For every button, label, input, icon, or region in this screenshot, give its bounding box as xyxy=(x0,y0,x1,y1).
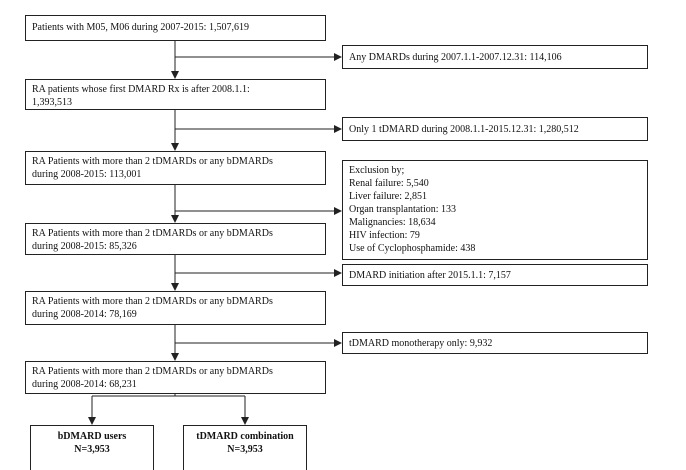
side-box-tdmard-monotherapy: tDMARD monotherapy only: 9,932 xyxy=(342,332,648,354)
main-box-line: 1,393,513 xyxy=(32,97,72,108)
main-box-first-dmard: RA patients whose first DMARD Rx is afte… xyxy=(25,79,326,110)
side-box-line: Malignancies: 18,634 xyxy=(349,217,436,228)
main-box-line: during 2008-2015: 113,001 xyxy=(32,169,142,180)
final-box-title: bDMARD users xyxy=(57,431,127,442)
main-box-line: RA Patients with more than 2 tDMARDs or … xyxy=(32,156,273,167)
main-box-2008-2015-a: RA Patients with more than 2 tDMARDs or … xyxy=(25,151,326,185)
final-box-title: tDMARD combination xyxy=(196,431,294,442)
main-box-line: during 2008-2014: 68,231 xyxy=(32,379,137,390)
final-box-count: N=3,953 xyxy=(227,444,263,455)
side-box-line: Liver failure: 2,851 xyxy=(349,191,428,202)
main-box-line: Patients with M05, M06 during 2007-2015:… xyxy=(32,22,249,33)
side-box-only-1-tdmard: Only 1 tDMARD during 2008.1.1-2015.12.31… xyxy=(342,117,648,141)
side-box-line: tDMARD monotherapy only: 9,932 xyxy=(349,338,493,349)
side-box-line: DMARD initiation after 2015.1.1: 7,157 xyxy=(349,270,511,281)
final-box-bdmard-users: bDMARD users N=3,953 xyxy=(30,425,154,470)
side-box-line: Use of Cyclophosphamide: 438 xyxy=(349,243,476,254)
main-box-line: RA Patients with more than 2 tDMARDs or … xyxy=(32,366,273,377)
side-box-any-dmards-2007: Any DMARDs during 2007.1.1-2007.12.31: 1… xyxy=(342,45,648,69)
main-box-line: RA Patients with more than 2 tDMARDs or … xyxy=(32,296,273,307)
side-box-line: Renal failure: 5,540 xyxy=(349,178,429,189)
side-box-line: Any DMARDs during 2007.1.1-2007.12.31: 1… xyxy=(349,52,562,63)
main-box-2008-2015-b: RA Patients with more than 2 tDMARDs or … xyxy=(25,223,326,255)
side-box-line: Exclusion by; xyxy=(349,165,405,176)
side-box-line: Organ transplantation: 133 xyxy=(349,204,457,215)
main-box-line: during 2008-2014: 78,169 xyxy=(32,309,137,320)
main-box-line: during 2008-2015: 85,326 xyxy=(32,241,137,252)
final-box-tdmard-combination: tDMARD combination N=3,953 xyxy=(183,425,307,470)
side-box-line: Only 1 tDMARD during 2008.1.1-2015.12.31… xyxy=(349,124,579,135)
main-box-line: RA patients whose first DMARD Rx is afte… xyxy=(32,84,250,95)
side-box-exclusion-criteria: Exclusion by; Renal failure: 5,540 Liver… xyxy=(342,160,648,260)
side-box-line: HIV infection: 79 xyxy=(349,230,420,241)
final-box-count: N=3,953 xyxy=(74,444,110,455)
main-box-2008-2014-b: RA Patients with more than 2 tDMARDs or … xyxy=(25,361,326,394)
main-box-total-patients: Patients with M05, M06 during 2007-2015:… xyxy=(25,15,326,41)
side-box-dmard-initiation-2015: DMARD initiation after 2015.1.1: 7,157 xyxy=(342,264,648,286)
main-box-line: RA Patients with more than 2 tDMARDs or … xyxy=(32,228,273,239)
main-box-2008-2014-a: RA Patients with more than 2 tDMARDs or … xyxy=(25,291,326,325)
